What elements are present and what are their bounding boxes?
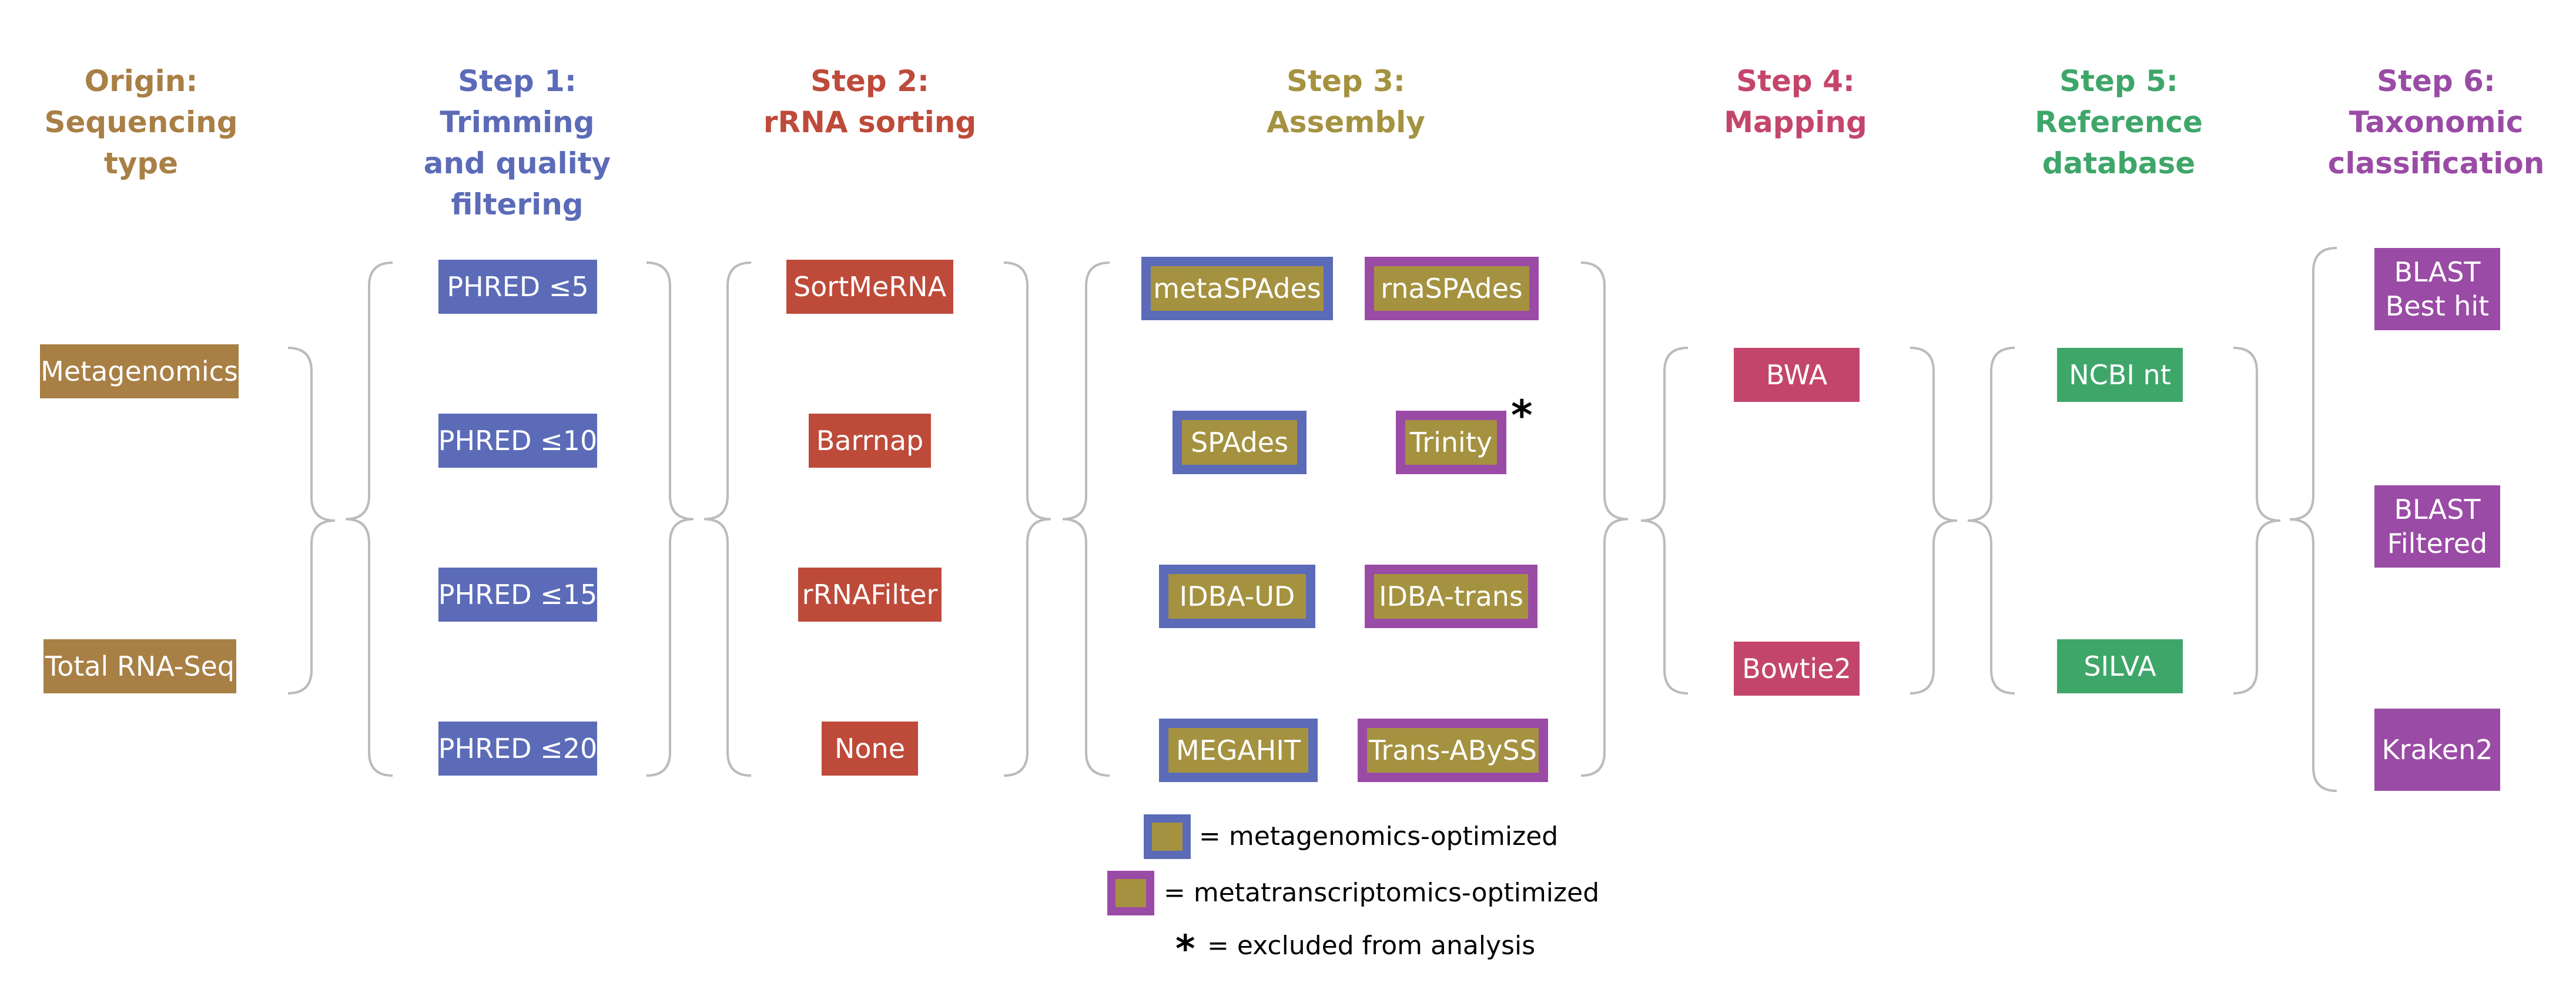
rrnafilter-box: rRNAFilter — [798, 568, 942, 622]
header-origin: Origin: Sequencing type — [24, 61, 259, 184]
header-step4-line: Step 4: — [1736, 64, 1855, 98]
trans-abyss-label: Trans-ABySS — [1367, 728, 1539, 773]
barrnap-box: Barrnap — [809, 414, 931, 468]
step5-open-brace — [1967, 347, 2015, 695]
header-step2-line: rRNA sorting — [763, 105, 977, 139]
legend-star: * — [1175, 928, 1195, 971]
legend-metat-swatch — [1107, 871, 1154, 915]
header-step1-line: Step 1: — [458, 64, 577, 98]
trinity-excluded-star: * — [1511, 391, 1533, 440]
phred-5-box: PHRED ≤5 — [438, 260, 597, 314]
rnaspades-label: rnaSPAdes — [1374, 266, 1529, 311]
phred-10-box: PHRED ≤10 — [438, 414, 597, 468]
header-origin-line: type — [103, 146, 179, 180]
none-box: None — [822, 722, 918, 776]
header-step3-line: Step 3: — [1287, 64, 1405, 98]
legend-meta-text: = metagenomics-optimized — [1199, 821, 1559, 851]
trinity-label: Trinity — [1405, 420, 1497, 465]
header-step4: Step 4: Mapping — [1678, 61, 1913, 143]
step1-open-brace — [345, 261, 393, 777]
header-origin-line: Sequencing — [44, 105, 238, 139]
step1-close-brace — [646, 261, 694, 777]
metaspades-box: metaSPAdes — [1141, 257, 1333, 320]
origin-total-rna-seq-box: Total RNA-Seq — [43, 639, 236, 693]
header-step5: Step 5: Reference database — [2001, 61, 2236, 184]
legend-meta-swatch-fill — [1152, 823, 1183, 851]
legend-metat-swatch-fill — [1116, 879, 1146, 907]
header-step6-line: Taxonomic — [2349, 105, 2524, 139]
rnaspades-box: rnaSPAdes — [1365, 257, 1539, 320]
header-step4-line: Mapping — [1724, 105, 1867, 139]
header-step3-line: Assembly — [1267, 105, 1425, 139]
blast-filtered-box: BLAST Filtered — [2374, 485, 2500, 568]
spades-label: SPAdes — [1182, 420, 1297, 465]
header-step6-line: Step 6: — [2377, 64, 2495, 98]
idba-ud-box: IDBA-UD — [1159, 565, 1315, 628]
ncbi-nt-box: NCBI nt — [2057, 348, 2183, 402]
idba-ud-label: IDBA-UD — [1168, 574, 1306, 619]
metaspades-label: metaSPAdes — [1151, 266, 1324, 311]
idba-trans-label: IDBA-trans — [1374, 574, 1528, 619]
silva-box: SILVA — [2057, 639, 2183, 693]
bwa-box: BWA — [1734, 348, 1860, 402]
header-origin-line: Origin: — [84, 64, 198, 98]
step3-open-brace — [1062, 261, 1110, 777]
legend-metat-text: = metatranscriptomics-optimized — [1164, 878, 1600, 908]
phred-20-box: PHRED ≤20 — [438, 722, 597, 776]
step2-open-brace — [704, 261, 752, 777]
legend-excluded-text: = excluded from analysis — [1207, 931, 1536, 961]
blast-best-hit-box: BLAST Best hit — [2374, 248, 2500, 330]
origin-metagenomics-box: Metagenomics — [40, 344, 239, 398]
megahit-label: MEGAHIT — [1168, 728, 1308, 773]
idba-trans-box: IDBA-trans — [1365, 565, 1537, 628]
header-step5-line: Reference — [2035, 105, 2203, 139]
header-step1-line: and quality — [423, 146, 611, 180]
header-step6: Step 6: Taxonomic classification — [2319, 61, 2554, 184]
step6-open-brace — [2289, 247, 2337, 792]
step2-close-brace — [1003, 261, 1051, 777]
megahit-box: MEGAHIT — [1159, 719, 1318, 782]
step4-open-brace — [1640, 347, 1689, 695]
legend-meta-swatch — [1144, 814, 1191, 859]
origin-close-brace — [287, 347, 336, 695]
kraken2-box: Kraken2 — [2374, 709, 2500, 791]
trans-abyss-box: Trans-ABySS — [1358, 719, 1548, 782]
step4-close-brace — [1910, 347, 1958, 695]
phred-15-box: PHRED ≤15 — [438, 568, 597, 622]
header-step1-line: Trimming — [440, 105, 595, 139]
header-step1-line: filtering — [451, 187, 584, 222]
header-step3: Step 3: Assembly — [1228, 61, 1463, 143]
header-step1: Step 1: Trimming and quality filtering — [400, 61, 635, 225]
step5-close-brace — [2233, 347, 2281, 695]
trinity-box: Trinity — [1396, 411, 1506, 474]
spades-box: SPAdes — [1173, 411, 1307, 474]
step3-close-brace — [1580, 261, 1629, 777]
header-step2: Step 2: rRNA sorting — [752, 61, 987, 143]
header-step6-line: classification — [2327, 146, 2545, 180]
sortmerna-box: SortMeRNA — [786, 260, 953, 314]
header-step5-line: Step 5: — [2059, 64, 2178, 98]
header-step5-line: database — [2042, 146, 2196, 180]
header-step2-line: Step 2: — [810, 64, 929, 98]
bowtie2-box: Bowtie2 — [1734, 642, 1860, 696]
